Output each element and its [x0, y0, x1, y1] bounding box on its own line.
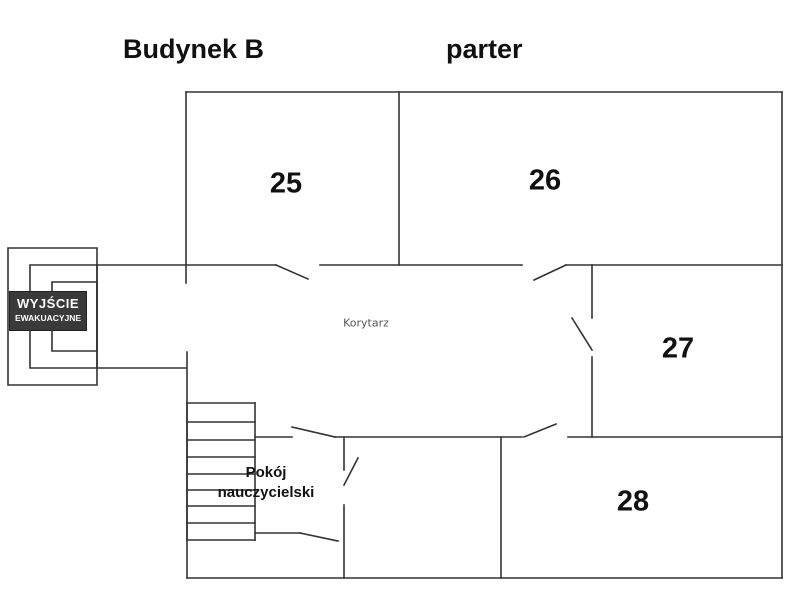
door-27 [570, 316, 594, 352]
building-title: Budynek B [123, 34, 265, 64]
door-26 [532, 263, 568, 282]
room-27-label: 27 [661, 332, 695, 365]
floor-title: parter [446, 34, 523, 64]
teachers-room-line1: Pokój [245, 464, 287, 481]
exit-sign-line1: WYJŚCIE [16, 296, 79, 311]
emergency-exit-sign: WYJŚCIE EWAKUACYJNE [9, 291, 87, 331]
room-26-label: 26 [528, 164, 562, 197]
door-corridor-left [291, 426, 336, 438]
teachers-room-line2: nauczycielski [217, 484, 315, 501]
room-28-label: 28 [616, 485, 650, 518]
door-25 [274, 263, 310, 281]
room-25-label: 25 [269, 167, 303, 200]
exit-middle [29, 264, 98, 369]
door-teachers [342, 456, 360, 487]
teachers-room-label: Pokój nauczycielski [198, 463, 334, 503]
door-28 [522, 422, 558, 439]
exit-sign-line2: EWAKUACYJNE [14, 313, 82, 323]
exit-outer [7, 247, 98, 386]
corridor-label: Korytarz [343, 316, 389, 330]
door-stair [299, 532, 339, 542]
